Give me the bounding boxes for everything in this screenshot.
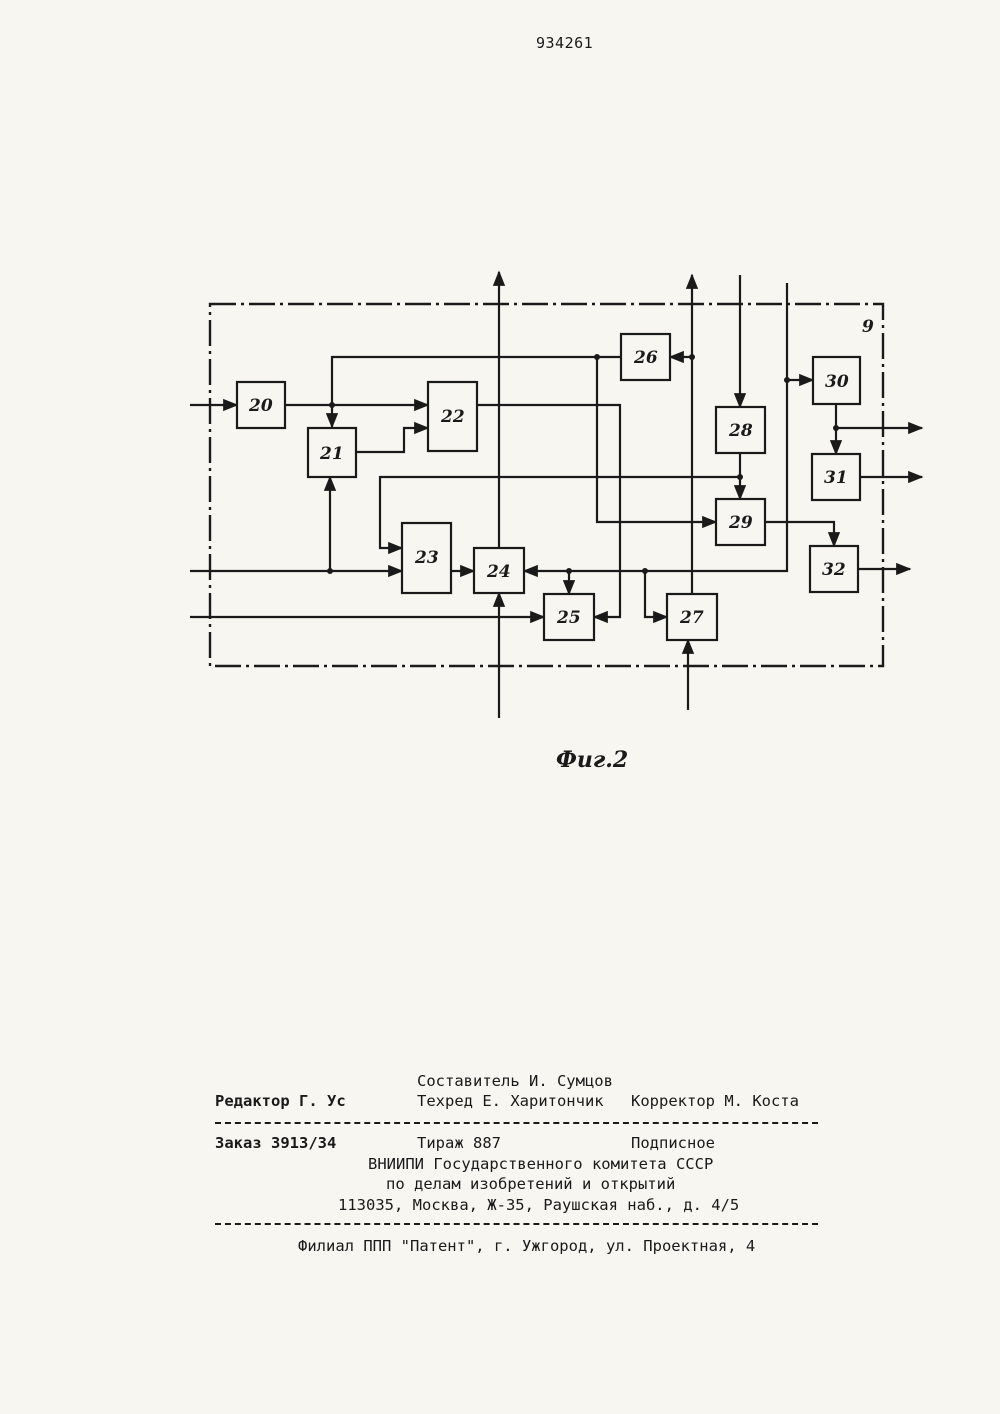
block-29: 29 — [716, 499, 765, 545]
organization-line-2: по делам изобретений и открытий — [386, 1175, 675, 1193]
svg-text:28: 28 — [728, 421, 753, 441]
svg-text:29: 29 — [728, 513, 753, 533]
svg-text:30: 30 — [825, 372, 849, 392]
figure-caption: Фиг.2 — [556, 747, 628, 773]
block-31: 31 — [812, 454, 860, 500]
block-21: 21 — [308, 428, 356, 477]
frame-label: 9 — [862, 317, 874, 337]
circulation: Тираж 887 — [417, 1134, 501, 1152]
block-28: 28 — [716, 407, 765, 453]
block-20: 20 — [237, 382, 285, 428]
block-27: 27 — [667, 594, 717, 640]
address: 113035, Москва, Ж-35, Раушская наб., д. … — [338, 1196, 739, 1214]
subscription: Подписное — [631, 1134, 715, 1152]
svg-text:20: 20 — [248, 396, 273, 416]
svg-text:21: 21 — [319, 444, 344, 464]
svg-text:23: 23 — [414, 548, 439, 568]
block-30: 30 — [813, 357, 860, 404]
techred: Техред Е. Харитончик — [417, 1092, 604, 1110]
block-25: 25 — [544, 594, 594, 640]
svg-text:31: 31 — [824, 468, 848, 488]
block-32: 32 — [810, 546, 858, 592]
separator-line-1 — [215, 1122, 818, 1124]
block-26: 26 — [621, 334, 670, 380]
svg-text:32: 32 — [822, 560, 846, 580]
organization-line-1: ВНИИПИ Государственного комитета СССР — [368, 1155, 713, 1173]
compiler: Составитель И. Сумцов — [417, 1072, 613, 1090]
order: Заказ 3913/34 — [215, 1134, 336, 1152]
svg-text:25: 25 — [556, 608, 581, 628]
svg-text:24: 24 — [486, 562, 511, 582]
block-24: 24 — [474, 548, 524, 593]
branch: Филиал ППП "Патент", г. Ужгород, ул. Про… — [298, 1237, 755, 1255]
separator-line-2 — [215, 1223, 818, 1225]
block-diagram: 9 — [0, 0, 1000, 800]
corrector: Корректор М. Коста — [631, 1092, 799, 1110]
block-23: 23 — [402, 523, 451, 593]
editor: Редактор Г. Ус — [215, 1092, 346, 1110]
svg-text:26: 26 — [633, 348, 658, 368]
svg-text:22: 22 — [440, 407, 465, 427]
block-22: 22 — [428, 382, 477, 451]
svg-text:27: 27 — [679, 608, 704, 628]
